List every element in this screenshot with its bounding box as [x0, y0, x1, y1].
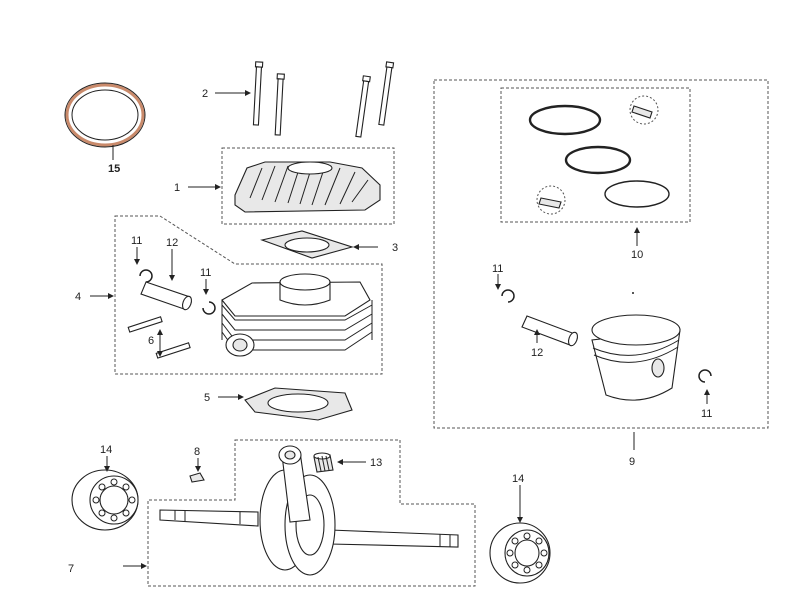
part-12-piston-pin-b [521, 315, 579, 347]
part-11-circlip-b [202, 301, 216, 315]
part-8-woodruff-key [189, 472, 205, 483]
callout-11-a: 11 [131, 235, 142, 247]
part-9-piston [591, 314, 681, 401]
callout-14-a: 14 [100, 444, 112, 456]
part-2-bolts [252, 61, 395, 138]
callout-5: 5 [204, 392, 210, 404]
part-10-piston-rings [528, 95, 670, 215]
callout-12-b: 12 [531, 347, 543, 359]
callout-8: 8 [194, 446, 200, 458]
callout-4: 4 [75, 291, 81, 303]
part-11-circlip-a [139, 269, 153, 283]
part-1-group-box [221, 147, 395, 225]
decorative-dot [632, 292, 634, 294]
part-10-group-box [500, 87, 691, 223]
callout-15: 15 [108, 163, 120, 175]
callout-9: 9 [629, 456, 635, 468]
part-11-circlip-d [698, 369, 712, 383]
part-4-group-box [114, 215, 383, 375]
part-6-studs [127, 316, 191, 359]
part-14-bearing-left [71, 469, 139, 531]
callout-3: 3 [392, 242, 398, 254]
callout-10: 10 [631, 249, 643, 261]
part-12-piston-pin-a [140, 281, 193, 311]
callout-11-b: 11 [200, 267, 211, 279]
part-13-needle-bearing [313, 452, 334, 473]
part-15-exhaust-gasket [64, 82, 146, 160]
callout-1: 1 [174, 182, 180, 194]
callout-2: 2 [202, 88, 208, 100]
part-7-crankshaft [159, 445, 459, 576]
callout-11-d: 11 [701, 408, 712, 420]
part-9-group-box [433, 79, 769, 429]
part-11-circlip-c [501, 289, 515, 303]
callout-12-a: 12 [166, 237, 178, 249]
callout-14-b: 14 [512, 473, 524, 485]
callout-11-c: 11 [492, 263, 503, 275]
part-14-bearing-right [489, 522, 551, 584]
part-4-cylinder-block [221, 273, 373, 357]
part-3-head-gasket [260, 230, 354, 259]
part-1-cylinder-head [234, 161, 381, 213]
callout-7: 7 [68, 563, 74, 575]
part-7-group-box [147, 439, 476, 587]
part-5-base-gasket [244, 387, 353, 421]
callout-6: 6 [148, 335, 154, 347]
callout-13: 13 [370, 457, 382, 469]
